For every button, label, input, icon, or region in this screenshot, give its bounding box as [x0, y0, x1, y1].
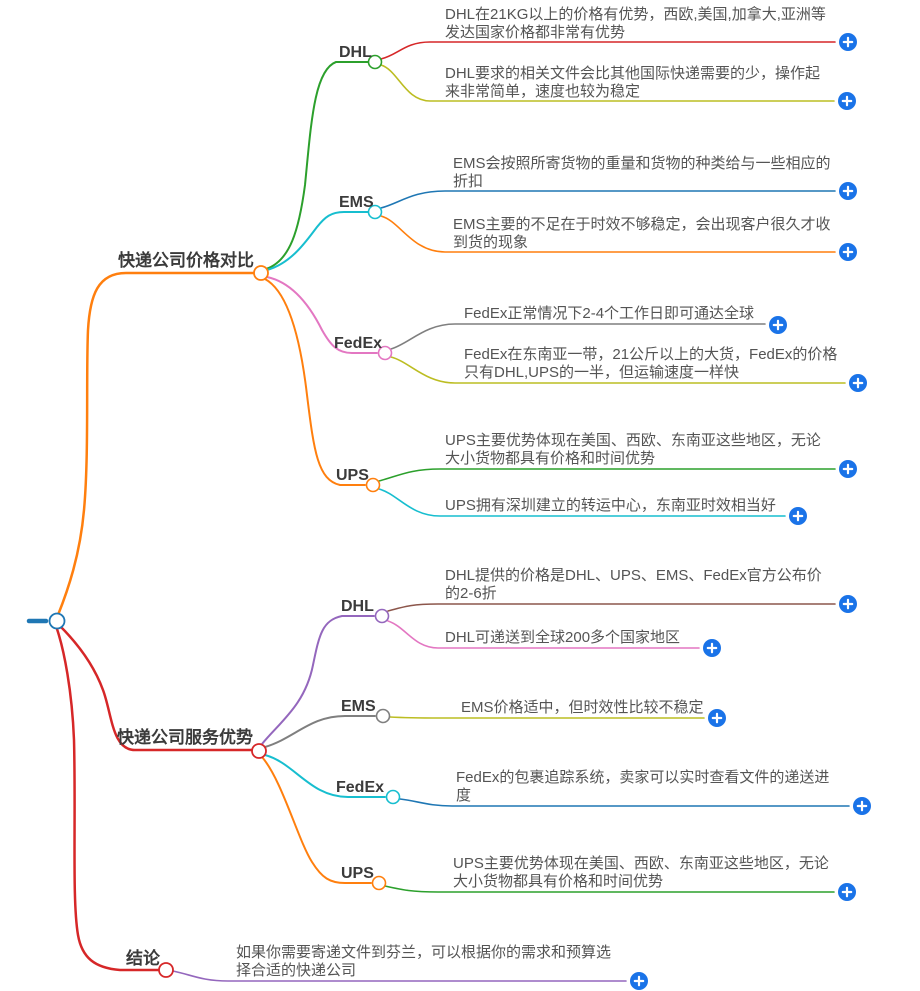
plus-icon: [842, 185, 854, 197]
link-b2-ups-leaf1: [384, 885, 835, 893]
plus-icon: [841, 886, 853, 898]
expand-button[interactable]: [703, 639, 721, 657]
leaf-text-b2-ups-1: UPS主要优势体现在美国、西欧、东南亚这些地区，无论 大小货物都具有价格和时间优…: [453, 855, 829, 890]
link-root-service-advantage: [58, 624, 254, 752]
link-b2-dhl-leaf1: [387, 603, 836, 612]
leaf-text-b1-dhl-2: DHL要求的相关文件会比其他国际快递需要的少，操作起 来非常简单，速度也较为稳定: [445, 65, 821, 100]
leaf-text-b2-fedex-1: FedEx的包裹追踪系统，卖家可以实时查看文件的递送进 度: [456, 769, 830, 804]
node-circle-b2-fedex[interactable]: [385, 789, 401, 805]
link-b1-ems: [266, 211, 369, 271]
expand-button[interactable]: [849, 374, 867, 392]
expand-button[interactable]: [630, 972, 648, 990]
expand-button[interactable]: [839, 243, 857, 261]
plus-icon: [792, 510, 804, 522]
node-label-b2-ems: EMS: [341, 698, 376, 715]
node-label-b1-dhl: DHL: [339, 44, 372, 61]
link-b1-fedex-leaf2: [390, 356, 846, 384]
plus-icon: [706, 642, 718, 654]
leaf-text-b1-fedex-2: FedEx在东南亚一带，21公斤以上的大货，FedEx的价格 只有DHL,UPS…: [464, 346, 838, 381]
link-b2-ups: [261, 756, 372, 884]
plus-icon: [842, 246, 854, 258]
plus-icon: [842, 598, 854, 610]
node-label-b2-dhl: DHL: [341, 598, 374, 615]
expand-button[interactable]: [839, 595, 857, 613]
link-b1-ems-leaf2: [380, 215, 836, 253]
node-label-b2-fedex: FedEx: [336, 779, 385, 796]
node-label-b1-fedex: FedEx: [334, 335, 383, 352]
link-b1-ems-leaf1: [380, 190, 836, 209]
link-b2-fedex-leaf1: [399, 798, 850, 807]
expand-button[interactable]: [789, 507, 807, 525]
link-root-price-comparison: [56, 271, 256, 617]
plus-icon: [856, 800, 868, 812]
link-b1-ups: [264, 278, 366, 486]
expand-button[interactable]: [839, 182, 857, 200]
node-circle-service-advantage[interactable]: [251, 743, 267, 759]
node-circle-b1-dhl[interactable]: [367, 54, 383, 70]
link-b1-dhl: [265, 61, 369, 270]
leaf-text-b1-fedex-1: FedEx正常情况下2-4个工作日即可通达全球: [464, 305, 755, 322]
node-circle-b2-dhl[interactable]: [374, 608, 390, 624]
leaf-text-b1-ems-2: EMS主要的不足在于时效不够稳定，会出现客户很久才收 到货的现象: [453, 216, 831, 251]
node-label-b2-ups: UPS: [341, 865, 374, 882]
topic-label-price-comparison: 快递公司价格对比: [118, 251, 254, 270]
link-b2-fedex: [264, 754, 386, 798]
plus-icon: [852, 377, 864, 389]
link-b1-fedex: [266, 276, 378, 354]
node-circle-b1-fedex[interactable]: [377, 345, 393, 361]
expand-button[interactable]: [769, 316, 787, 334]
link-b2-ems: [264, 715, 376, 748]
node-circle-b1-ems[interactable]: [367, 204, 383, 220]
link-conclusion-leaf1: [172, 970, 627, 982]
link-b1-fedex-leaf1: [390, 323, 766, 350]
expand-button[interactable]: [838, 92, 856, 110]
leaf-text-b1-dhl-1: DHL在21KG以上的价格有优势，西欧,美国,加拿大,亚洲等 发达国家价格都非常…: [445, 6, 826, 41]
leaf-text-b2-dhl-1: DHL提供的价格是DHL、UPS、EMS、FedEx官方公布价 的2-6折: [445, 567, 822, 602]
node-circle-b2-ems[interactable]: [375, 708, 391, 724]
link-b1-ups-leaf1: [378, 468, 836, 482]
link-b1-ups-leaf2: [378, 488, 786, 517]
plus-icon: [842, 36, 854, 48]
plus-icon: [841, 95, 853, 107]
node-label-b1-ups: UPS: [336, 467, 369, 484]
expand-button[interactable]: [853, 797, 871, 815]
expand-button[interactable]: [839, 33, 857, 51]
plus-icon: [842, 463, 854, 475]
node-circle-b1-ups[interactable]: [365, 477, 381, 493]
link-root-conclusion: [55, 627, 160, 972]
leaf-text-b2-ems-1: EMS价格适中，但时效性比较不稳定: [461, 699, 704, 716]
leaf-text-b1-ups-1: UPS主要优势体现在美国、西欧、东南亚这些地区，无论 大小货物都具有价格和时间优…: [445, 432, 821, 467]
expand-button[interactable]: [838, 883, 856, 901]
node-circle-root[interactable]: [48, 612, 66, 630]
node-circle-b2-ups[interactable]: [371, 875, 387, 891]
node-circle-conclusion[interactable]: [158, 962, 174, 978]
node-label-b1-ems: EMS: [339, 194, 374, 211]
topic-label-service-advantage: 快递公司服务优势: [117, 728, 253, 747]
leaf-text-b1-ups-2: UPS拥有深圳建立的转运中心，东南亚时效相当好: [445, 497, 776, 514]
expand-button[interactable]: [708, 709, 726, 727]
link-b1-dhl-leaf1: [380, 41, 836, 60]
link-b2-ems-leaf1: [389, 716, 705, 719]
link-b1-dhl-leaf2: [380, 64, 835, 102]
link-b2-dhl-leaf2: [387, 620, 700, 649]
link-b2-dhl: [261, 615, 375, 745]
plus-icon: [772, 319, 784, 331]
topic-label-conclusion: 结论: [126, 949, 160, 968]
node-circle-price-comparison[interactable]: [253, 265, 269, 281]
plus-icon: [633, 975, 645, 987]
leaf-text-b1-ems-1: EMS会按照所寄货物的重量和货物的种类给与一些相应的 折扣: [453, 155, 831, 190]
expand-button[interactable]: [839, 460, 857, 478]
leaf-text-b2-dhl-2: DHL可递送到全球200多个国家地区: [445, 629, 681, 646]
leaf-text-conclusion-1: 如果你需要寄递文件到芬兰，可以根据你的需求和预算选 择合适的快递公司: [236, 944, 612, 979]
plus-icon: [711, 712, 723, 724]
